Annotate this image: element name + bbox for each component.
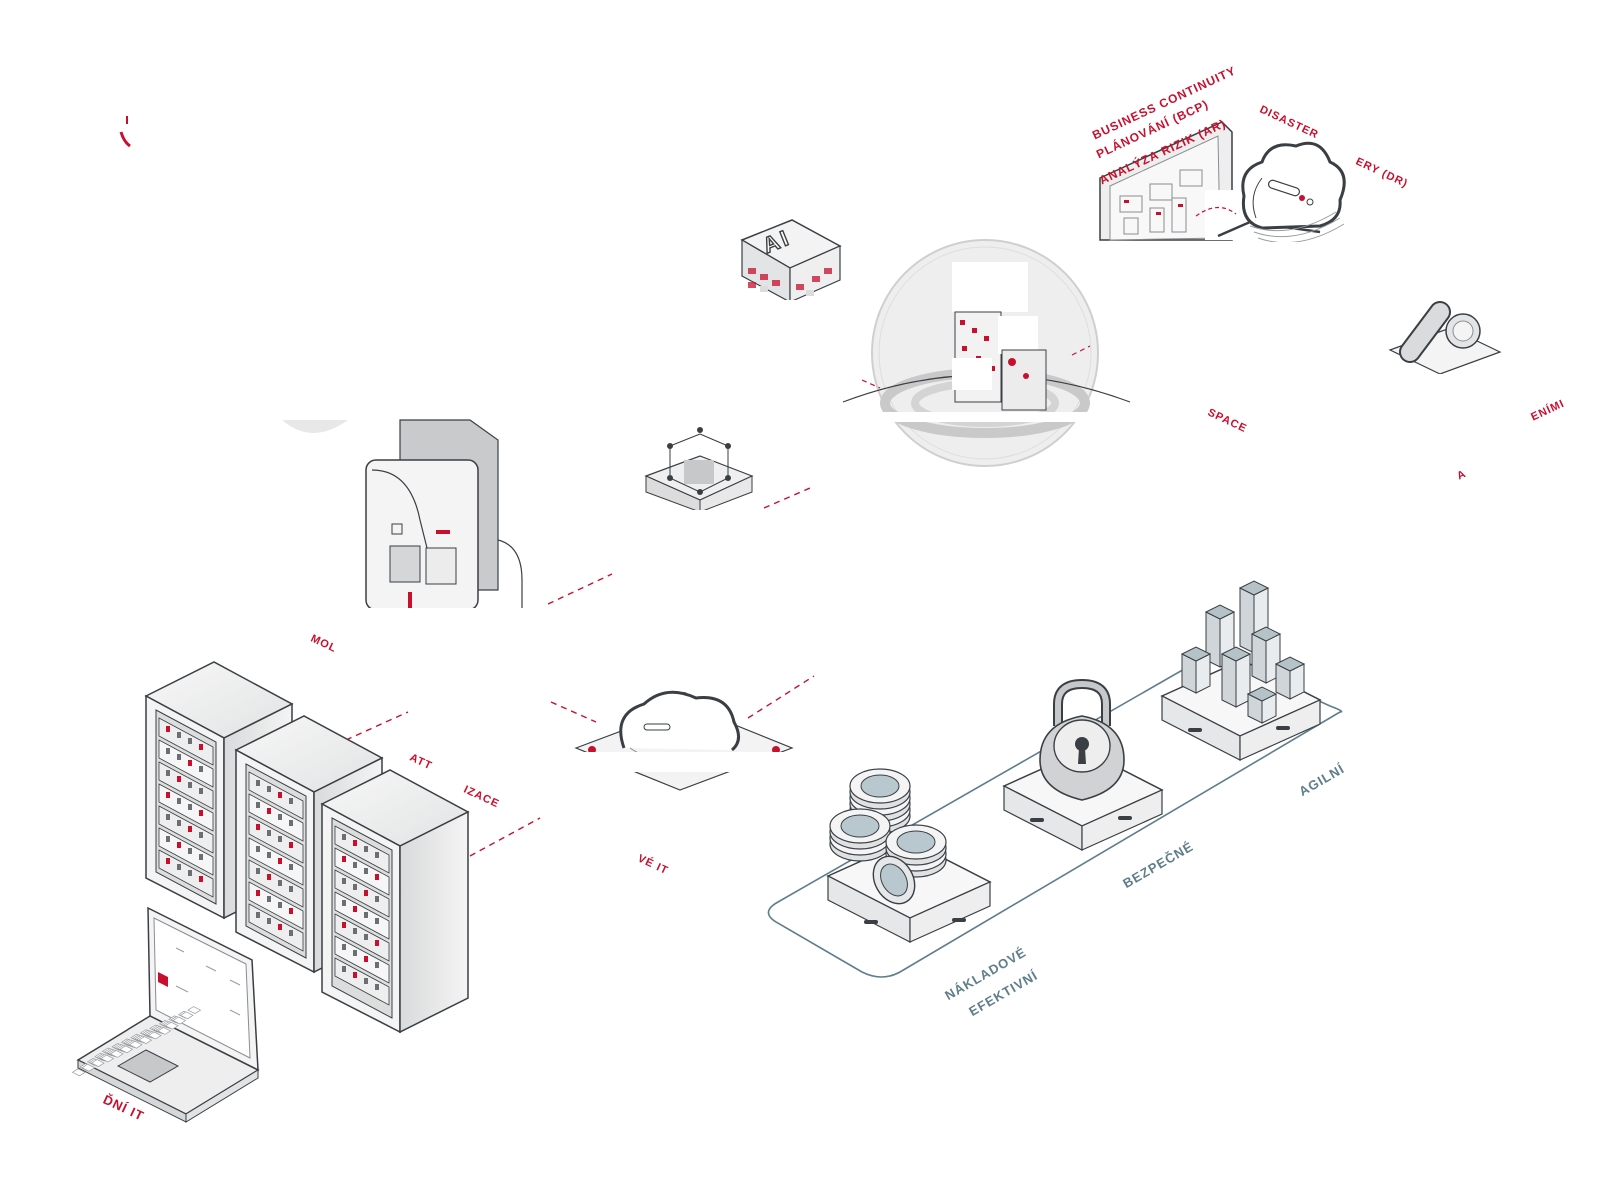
rack-unit xyxy=(158,761,214,810)
rack-unit xyxy=(334,935,390,984)
rack-unit xyxy=(334,869,390,918)
cloud-platform-fragment xyxy=(560,690,800,791)
rack-unit xyxy=(334,957,390,1006)
rack-unit xyxy=(248,859,304,908)
network-node-cube xyxy=(640,427,760,520)
bcp-dr-panel xyxy=(1096,121,1356,252)
rack-unit xyxy=(334,847,390,896)
keyboard-key xyxy=(172,1016,187,1025)
keyboard-key xyxy=(164,1021,179,1030)
cost-effective-pedestal xyxy=(826,768,992,943)
rack-unit xyxy=(248,771,304,820)
rack-unit xyxy=(248,815,304,864)
rack-unit xyxy=(334,913,390,962)
server-racks xyxy=(144,661,470,1034)
dashed-connectors xyxy=(345,487,815,857)
rack-unit xyxy=(158,827,214,876)
laptop-keyboard xyxy=(71,1006,202,1077)
rack-unit xyxy=(158,717,214,766)
rack-unit xyxy=(248,793,304,842)
rack-unit xyxy=(158,739,214,788)
rack-unit xyxy=(248,903,304,952)
document-binder-fragment xyxy=(282,419,550,624)
keyboard-key xyxy=(71,1068,86,1077)
storage-cylinder-fragment xyxy=(1380,301,1520,386)
keyboard-key xyxy=(81,1063,96,1072)
rack-unit xyxy=(158,849,214,898)
rack-unit xyxy=(334,891,390,940)
rack-unit xyxy=(334,825,390,874)
fragment-mark-top-left xyxy=(119,116,131,148)
rack-unit xyxy=(158,805,214,854)
rack-unit xyxy=(158,783,214,832)
secure-pedestal xyxy=(1002,678,1164,851)
rack-unit xyxy=(248,881,304,930)
laptop xyxy=(71,906,260,1123)
benefits-platform xyxy=(767,655,1343,978)
agile-pedestal xyxy=(1160,580,1322,761)
rack-units xyxy=(158,717,390,1006)
keyboard-key xyxy=(187,1006,202,1015)
coin xyxy=(885,824,947,878)
coin xyxy=(829,808,891,862)
keyboard-key xyxy=(179,1011,194,1020)
building-bar xyxy=(1220,646,1252,708)
buildings-chart-icon xyxy=(1180,580,1306,724)
keyboard-key xyxy=(100,1054,115,1063)
keyboard-key xyxy=(119,1045,134,1054)
building-bar xyxy=(1180,646,1212,694)
building-bar xyxy=(1274,656,1306,700)
ai-chip-fragment xyxy=(740,219,846,310)
coin-stack-icon xyxy=(829,768,947,905)
building-bar xyxy=(1246,686,1278,724)
keyboard-key xyxy=(157,1026,172,1035)
padlock-icon xyxy=(1039,678,1125,801)
keyboard-key xyxy=(147,1031,162,1040)
keyboard-key xyxy=(90,1059,105,1068)
keyboard-key xyxy=(109,1049,124,1058)
keyboard-key xyxy=(138,1036,153,1045)
rack-unit xyxy=(248,837,304,886)
keyboard-key xyxy=(128,1040,143,1049)
data-center-circle xyxy=(830,239,1150,467)
coin-standing xyxy=(872,855,916,905)
